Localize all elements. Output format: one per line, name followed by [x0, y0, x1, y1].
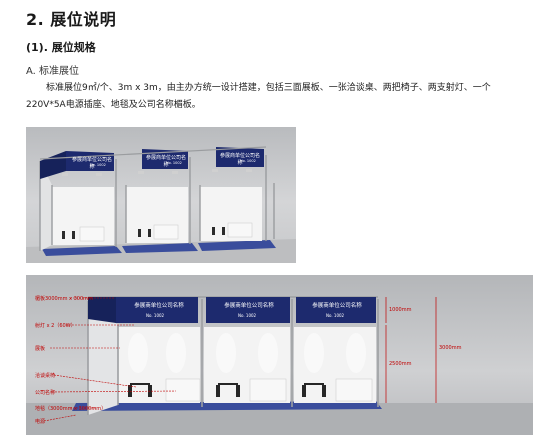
booth-number-a: No. 1002 [146, 313, 165, 318]
callout-power: 电源 [35, 419, 46, 425]
dim-total-height: 3000mm [439, 345, 462, 351]
booth-render-annotated: 参展商单位公司名称 参展商单位公司名称 参展商单位公司名称 No. 1002 N… [26, 275, 533, 435]
description-paragraph: 标准展位9㎡/个、3m x 3m，由主办方统一设计搭建，包括三面展板、一张洽谈桌… [26, 83, 491, 110]
callout-panel: 展板 [35, 346, 46, 352]
booth-number-1: No. 1002 [90, 163, 106, 167]
dim-fascia-height: 1000mm [389, 307, 412, 313]
callout-carpet: 地毯（3000mm x 3000mm） [35, 406, 107, 412]
callout-spotlight: 射灯 x 2（60W） [35, 323, 76, 329]
callout-company-name: 公司名称 [35, 390, 56, 396]
booth-number-b: No. 1002 [238, 313, 257, 318]
booth-number-3: No. 1002 [240, 159, 256, 163]
booth-number-c: No. 1002 [326, 313, 345, 318]
section-title: 2. 展位说明 [26, 10, 117, 29]
booth-render-perspective: 参展商单位公司名称 参展商单位公司名称 参展商单位公司名称 No. 1002 N… [26, 127, 296, 263]
item-title: A. 标准展位 [26, 66, 80, 77]
dim-wall-height: 2500mm [389, 361, 412, 367]
fascia-text-1: 参展商单位公司名称 [72, 157, 113, 170]
callout-fascia: 楣板3000mm x 300mm [35, 296, 93, 302]
fascia-text-2: 参展商单位公司名称 [146, 155, 187, 168]
fascia-text-c: 参展商单位公司名称 [312, 303, 362, 309]
fascia-text-3: 参展商单位公司名称 [220, 153, 261, 166]
callout-table-chairs: 洽谈桌椅 [35, 373, 56, 379]
booth-number-2: No. 1002 [166, 161, 182, 165]
fascia-text-a: 参展商单位公司名称 [134, 303, 184, 309]
fascia-text-b: 参展商单位公司名称 [224, 303, 274, 309]
subsection-title: (1). 展位规格 [26, 41, 96, 54]
